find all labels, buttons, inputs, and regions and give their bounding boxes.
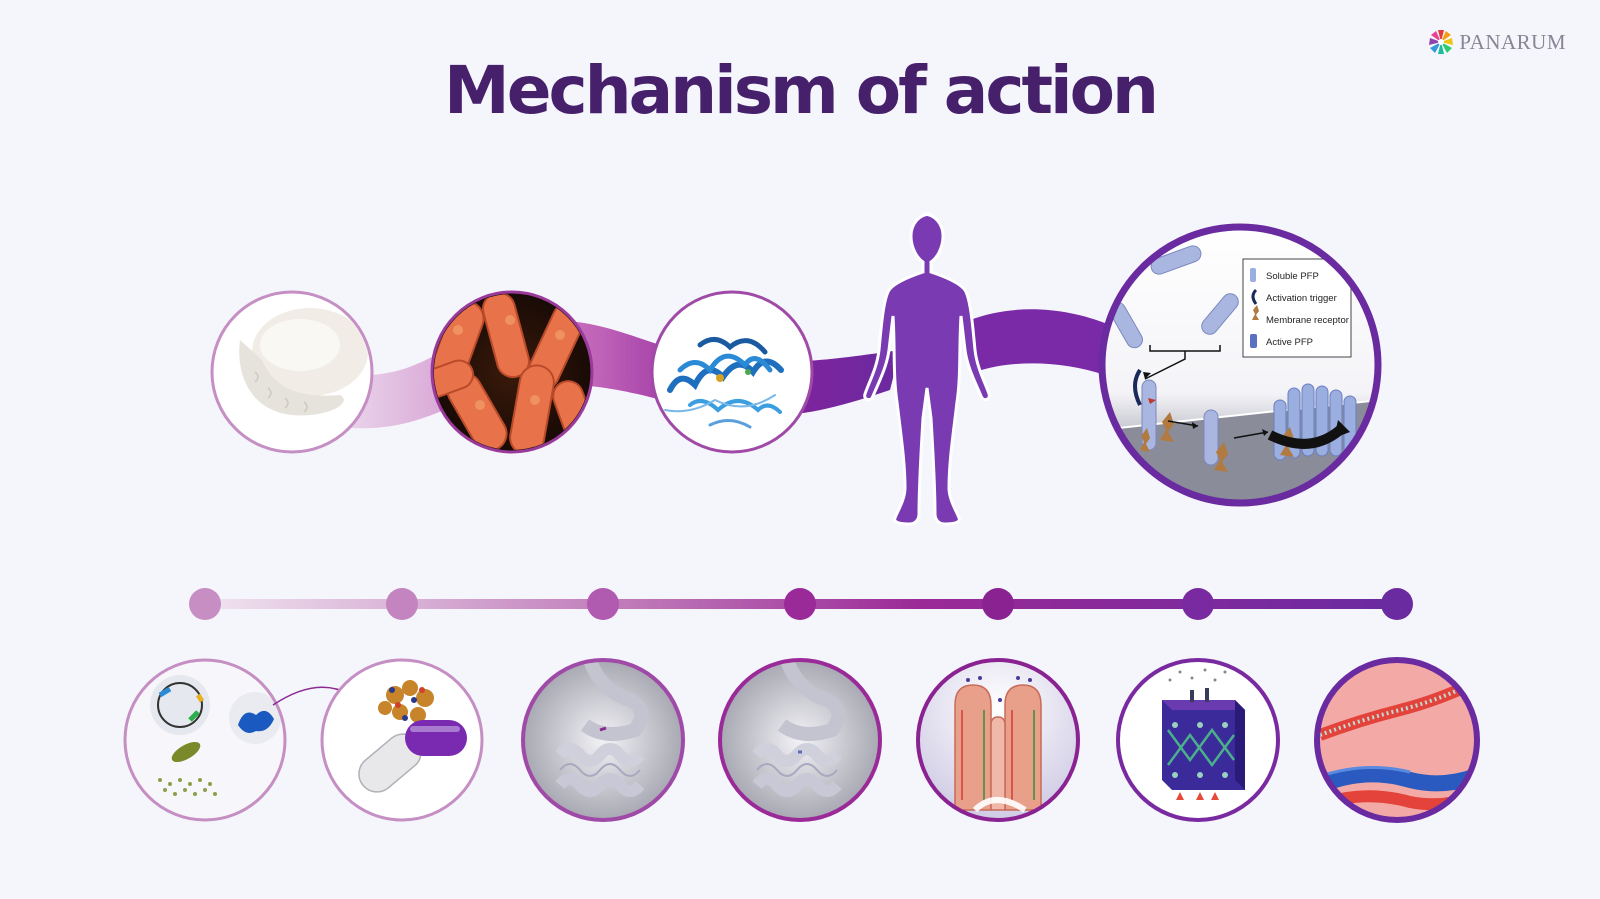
brand-logo: PANARUM (1427, 28, 1566, 56)
mechanism-legend: Soluble PFP Activation trigger Membrane … (1242, 258, 1352, 358)
stomach-intestine-icon (521, 658, 685, 822)
page-title: Mechanism of action (444, 52, 1159, 129)
legend-label-activation-trigger: Activation trigger (1266, 293, 1337, 304)
capsule-icon (320, 658, 484, 822)
timeline-dot (784, 588, 816, 620)
flow-ribbon-right (970, 309, 1110, 375)
legend-label-active-pfp: Active PFP (1266, 337, 1313, 348)
activation-trigger-legend-icon (1251, 288, 1258, 305)
gene-engineering-icon (123, 658, 287, 822)
pore-forming-mechanism-icon: Soluble PFP Activation trigger Membrane … (1098, 223, 1382, 507)
soluble-pfp-legend-icon (1250, 268, 1256, 282)
protein-structure-icon (650, 290, 814, 454)
blood-vessel-icon (1314, 657, 1480, 823)
legend-label-soluble-pfp: Soluble PFP (1266, 271, 1319, 282)
cell-membrane-icon (1116, 658, 1280, 822)
active-pfp-legend-icon (1250, 334, 1257, 348)
brand-name: PANARUM (1459, 29, 1566, 54)
timeline-dot (587, 588, 619, 620)
timeline-dot (1182, 588, 1214, 620)
membrane-receptor-legend-icon (1252, 305, 1259, 320)
human-figure-icon (863, 212, 991, 526)
bacteria-icon (430, 290, 594, 454)
intestinal-villi-icon (916, 658, 1080, 822)
timeline-dot (982, 588, 1014, 620)
timeline-dot (189, 588, 221, 620)
timeline-dot (386, 588, 418, 620)
timeline-dots (189, 588, 1413, 620)
silkworm-cocoon-icon (210, 290, 374, 454)
stomach-intestine-icon (718, 658, 882, 822)
legend-label-membrane-receptor: Membrane receptor (1266, 315, 1349, 326)
flower-logo-icon (1429, 30, 1454, 54)
timeline-dot (1381, 588, 1413, 620)
